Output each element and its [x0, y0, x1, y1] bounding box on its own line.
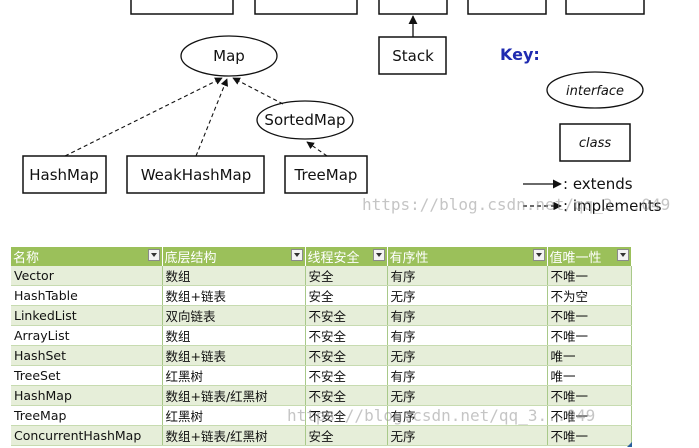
table-cell[interactable]: 数组+链表/红黑树 [162, 385, 306, 406]
filter-dropdown-icon[interactable] [147, 249, 160, 261]
filter-dropdown-icon[interactable] [290, 249, 303, 261]
filter-dropdown-icon[interactable] [372, 249, 385, 261]
table-cell[interactable]: 无序 [387, 425, 548, 446]
key-title: Key: [500, 45, 540, 64]
table-cell[interactable]: 安全 [305, 266, 388, 286]
cropped-class-box [565, 0, 645, 15]
map-interface-ellipse [180, 35, 278, 77]
sortedmap-interface-ellipse [256, 100, 354, 140]
legend-class-box [559, 123, 631, 162]
table-row: TreeMap 红黑树 不安全 有序 不唯一 [11, 405, 632, 426]
header-structure: 底层结构 [162, 247, 306, 266]
table-cell[interactable]: 不安全 [305, 365, 388, 386]
table-cell[interactable]: 不唯一 [547, 266, 632, 286]
table-cell[interactable]: 安全 [305, 285, 388, 306]
table-row: TreeSet 红黑树 不安全 有序 唯一 [11, 365, 632, 386]
cropped-class-box [467, 0, 547, 15]
cropped-class-box [254, 0, 358, 15]
collection-comparison-table: 名称 底层结构 线程安全 有序性 值唯一性 Vector 数组 安全 有序 不唯… [11, 247, 632, 447]
table-cell[interactable]: 不安全 [305, 345, 388, 366]
header-thread-safe: 线程安全 [305, 247, 388, 266]
filter-dropdown-icon[interactable] [532, 249, 545, 261]
table-resize-handle[interactable] [627, 442, 632, 447]
table-cell[interactable]: 安全 [305, 425, 388, 446]
table-cell[interactable]: 红黑树 [162, 405, 306, 426]
table-cell[interactable]: 数组 [162, 266, 306, 286]
legend-interface-ellipse [546, 71, 644, 109]
table-cell[interactable]: 有序 [387, 325, 548, 346]
cropped-class-box [378, 0, 448, 15]
treemap-implements-arrow [306, 141, 328, 157]
legend-implements-label: : implements [563, 197, 662, 215]
hashmap-class-box [22, 155, 107, 194]
table-cell[interactable]: HashTable [11, 285, 163, 306]
table-cell[interactable]: 不唯一 [547, 385, 632, 406]
table-cell[interactable]: TreeMap [11, 405, 163, 426]
table-cell[interactable]: 不安全 [305, 385, 388, 406]
table-cell[interactable]: HashMap [11, 385, 163, 406]
table-cell[interactable]: 无序 [387, 385, 548, 406]
table-cell[interactable]: HashSet [11, 345, 163, 366]
sortedmap-extends-arrow [232, 77, 284, 105]
hashmap-implements-arrow [64, 77, 223, 157]
table-header-row: 名称 底层结构 线程安全 有序性 值唯一性 [11, 247, 632, 266]
table-cell[interactable]: 红黑树 [162, 365, 306, 386]
table-cell[interactable]: 不唯一 [547, 305, 632, 326]
table-cell[interactable]: Vector [11, 266, 163, 286]
table-row: HashTable 数组+链表 安全 无序 不为空 [11, 285, 632, 306]
treemap-label: TreeMap [294, 166, 358, 184]
stack-class-box [378, 36, 447, 75]
map-label: Map [213, 47, 245, 65]
header-name: 名称 [11, 247, 163, 266]
filter-dropdown-icon[interactable] [616, 249, 629, 261]
weakhashmap-label: WeakHashMap [141, 166, 252, 184]
table-cell[interactable]: ConcurrentHashMap [11, 425, 163, 446]
table-cell[interactable]: 不安全 [305, 405, 388, 426]
table-row: HashSet 数组+链表 不安全 无序 唯一 [11, 345, 632, 366]
cropped-class-box [130, 0, 234, 15]
table-cell[interactable]: 不为空 [547, 285, 632, 306]
header-ordered: 有序性 [387, 247, 548, 266]
stack-label: Stack [392, 47, 434, 65]
table-cell[interactable]: LinkedList [11, 305, 163, 326]
table-cell[interactable]: 不唯一 [547, 405, 632, 426]
table-cell[interactable]: 数组+链表 [162, 345, 306, 366]
table-row: ConcurrentHashMap 数组+链表/红黑树 安全 无序 不唯一 [11, 425, 632, 446]
table-cell[interactable]: 唯一 [547, 365, 632, 386]
table-cell[interactable]: 双向链表 [162, 305, 306, 326]
hashmap-label: HashMap [29, 166, 98, 184]
table-cell[interactable]: 不唯一 [547, 425, 632, 446]
legend-extends-label: : extends [563, 175, 633, 193]
table-row: Vector 数组 安全 有序 不唯一 [11, 266, 632, 286]
table-cell[interactable]: 无序 [387, 285, 548, 306]
treemap-class-box [284, 155, 368, 194]
table-cell[interactable]: 有序 [387, 405, 548, 426]
table-row: HashMap 数组+链表/红黑树 不安全 无序 不唯一 [11, 385, 632, 406]
legend-class-label: class [579, 136, 611, 151]
table-cell[interactable]: 数组 [162, 325, 306, 346]
table-cell[interactable]: 数组+链表 [162, 285, 306, 306]
table-row: ArrayList 数组 不安全 有序 不唯一 [11, 325, 632, 346]
sortedmap-label: SortedMap [264, 111, 345, 129]
table-cell[interactable]: 数组+链表/红黑树 [162, 425, 306, 446]
table-cell[interactable]: ArrayList [11, 325, 163, 346]
weakhashmap-implements-arrow [195, 78, 228, 157]
table-cell[interactable]: 无序 [387, 345, 548, 366]
weakhashmap-class-box [126, 155, 265, 194]
collection-hierarchy-diagram: Stack Map SortedMap HashMap WeakHashMap … [22, 0, 662, 215]
table-cell[interactable]: 有序 [387, 305, 548, 326]
table-cell[interactable]: 有序 [387, 365, 548, 386]
legend-interface-label: interface [566, 84, 624, 99]
header-unique: 值唯一性 [547, 247, 632, 266]
table-cell[interactable]: 不安全 [305, 325, 388, 346]
table-cell[interactable]: 不唯一 [547, 325, 632, 346]
table-cell[interactable]: 不安全 [305, 305, 388, 326]
table-cell[interactable]: TreeSet [11, 365, 163, 386]
table-cell[interactable]: 唯一 [547, 345, 632, 366]
table-cell[interactable]: 有序 [387, 266, 548, 286]
table-row: LinkedList 双向链表 不安全 有序 不唯一 [11, 305, 632, 326]
